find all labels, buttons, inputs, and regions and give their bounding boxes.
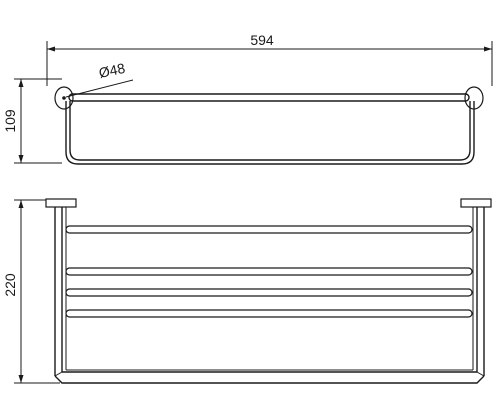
front-view: 220 [2,198,492,384]
arrowhead-up [18,79,24,87]
diameter-label: Ø48 [97,60,126,81]
right-mount-block [460,198,492,208]
bottom-tube [54,369,485,384]
bottom-tube-outer [54,375,485,384]
shelf-bar-3 [65,288,473,297]
arrowhead-down [18,155,24,163]
bottom-corner-right [476,371,485,377]
arrowhead-left [47,46,55,52]
top-view: 594 109 Ø48 [2,32,493,165]
flange-diameter-callout: Ø48 [65,60,134,98]
arrowhead-up-2 [18,200,24,208]
bottom-corner-left [54,371,63,377]
width-label: 594 [250,32,274,48]
left-side-post [54,207,67,376]
shelf-bar-2 [65,267,473,276]
right-side-post [472,207,485,376]
shelf-bar-1 [65,225,473,234]
depth-label: 109 [2,109,18,133]
width-dimension: 594 [46,32,493,86]
shelf-bar-4 [65,309,473,318]
height-label: 220 [2,273,18,297]
outer-u-frame [69,101,471,161]
top-rail [68,93,470,102]
left-mount-block [45,198,77,208]
arrowhead-right [484,46,492,52]
outer-u-frame-edge [65,101,475,165]
left-flange-center [62,96,66,100]
depth-dimension: 109 [2,78,62,164]
arrowhead-down-2 [18,375,24,383]
height-dimension: 220 [2,199,60,384]
top-view-frame [65,93,475,165]
